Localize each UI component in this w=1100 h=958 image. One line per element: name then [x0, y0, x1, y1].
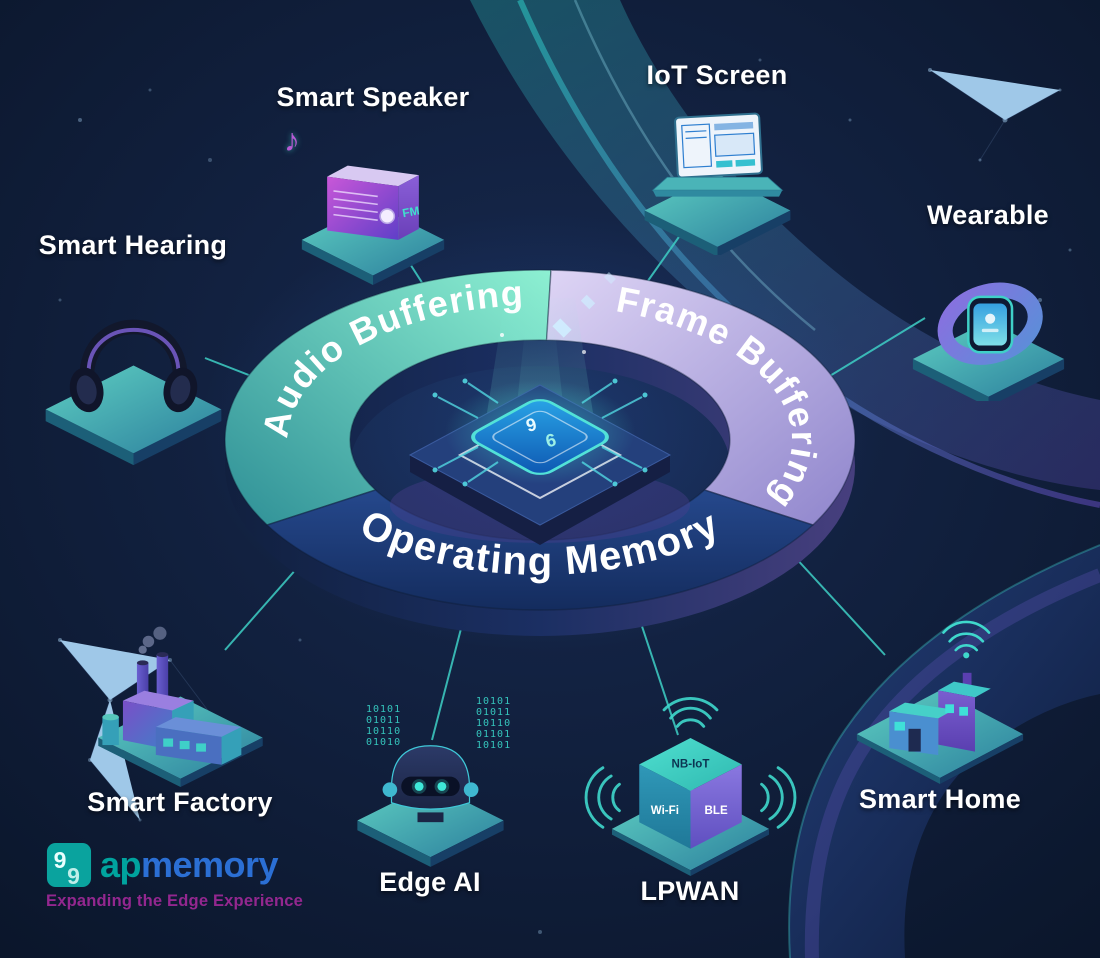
device-edge-ai: 10101 01011 10110 01010 10101 01011 1011…	[330, 690, 530, 898]
device-lpwan: NB-IoT Wi-Fi BLE LPWAN	[580, 688, 800, 907]
smart-speaker-label: Smart Speaker	[276, 82, 470, 112]
headphones-icon	[45, 319, 221, 466]
lpwan-label: LPWAN	[640, 876, 740, 906]
lpwan-cube-icon: NB-IoT Wi-Fi BLE	[584, 696, 796, 876]
smartwatch-icon	[912, 282, 1064, 401]
constellation-dots	[58, 58, 1072, 934]
smart-factory-label: Smart Factory	[87, 787, 273, 817]
apmemory-logo: 9 9 apmemory Expanding the Edge Experien…	[46, 842, 366, 911]
chip-logo-mark: 9 9	[524, 414, 558, 451]
house-icon	[856, 620, 1024, 784]
radio-icon: FM	[301, 165, 445, 285]
factory-icon	[97, 626, 263, 787]
device-wearable: Wearable	[888, 200, 1088, 401]
chip-platform-edge	[410, 455, 670, 545]
central-chip-illustration: 9 9	[390, 271, 690, 545]
svg-text:9: 9	[524, 414, 539, 436]
logo-memory-text: memory	[141, 844, 279, 885]
music-note-icon: ♪	[284, 122, 300, 158]
lpwan-face-nbiot: NB-IoT	[671, 759, 709, 771]
logo-tagline: Expanding the Edge Experience	[46, 892, 304, 910]
ring-sector-audio	[224, 269, 552, 526]
floating-diamonds	[552, 271, 617, 338]
laptop-icon	[644, 112, 790, 255]
lpwan-face-ble: BLE	[704, 805, 727, 817]
binary-code-right: 10101 01011 10110 01101 10101	[476, 696, 512, 751]
apmemory-logo-icon: 9 9	[46, 842, 92, 888]
ring-sector-operating	[265, 489, 815, 611]
smart-home-label: Smart Home	[858, 784, 1022, 814]
svg-text:9: 9	[543, 429, 558, 451]
lpwan-face-wifi: Wi-Fi	[650, 805, 678, 817]
apmemory-wordmark: apmemory	[100, 844, 279, 885]
binary-code-left: 10101 01011 10110 01010	[366, 704, 402, 748]
logo-ap-text: ap	[100, 844, 142, 885]
device-smart-factory: Smart Factory	[70, 600, 290, 818]
ring-sector-frame	[545, 269, 856, 526]
wearable-label: Wearable	[927, 200, 1049, 230]
wifi-icon	[942, 620, 991, 652]
device-iot-screen: IoT Screen	[612, 60, 822, 255]
edge-ai-label: Edge AI	[379, 867, 481, 897]
device-smart-home: Smart Home	[830, 585, 1050, 815]
signal-arcs-icon	[584, 696, 796, 829]
iot-screen-label: IoT Screen	[646, 60, 788, 90]
device-smart-speaker: Smart Speaker ♪ FM	[258, 82, 488, 285]
robot-head-icon	[356, 745, 504, 867]
memory-chip	[471, 399, 609, 475]
svg-text:9: 9	[54, 847, 67, 873]
radio-fm-text: FM	[401, 203, 420, 220]
smart-hearing-label: Smart Hearing	[38, 230, 228, 260]
device-smart-hearing: Smart Hearing	[8, 230, 258, 468]
svg-text:9: 9	[67, 863, 80, 888]
